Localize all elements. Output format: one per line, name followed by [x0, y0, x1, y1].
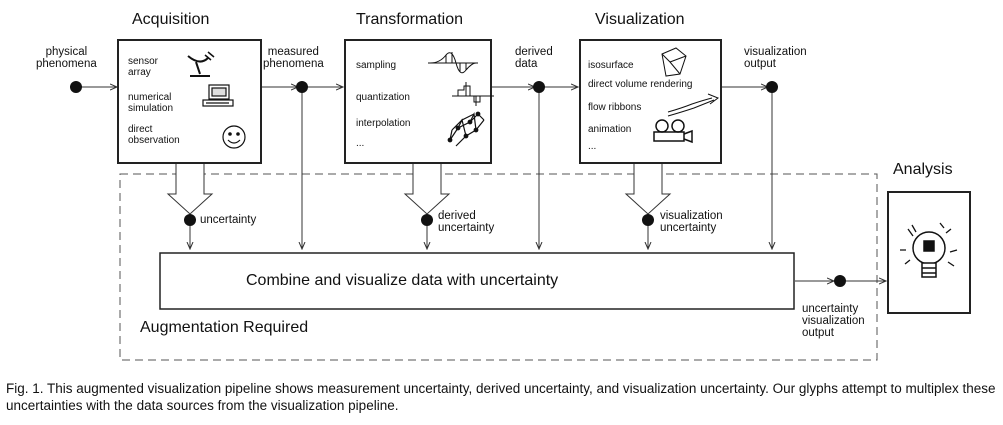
node-derived: [533, 81, 545, 93]
sampling-wave-icon: [428, 52, 478, 74]
acquisition-title: Acquisition: [132, 11, 210, 28]
node-vis-output: [766, 81, 778, 93]
hollow-arrow-transformation: [403, 162, 451, 215]
trans-item-ellipsis: ...: [356, 138, 365, 149]
combine-label: Combine and visualize data with uncertai…: [246, 272, 559, 289]
node-measured: [296, 81, 308, 93]
hollow-arrow-visualization: [624, 162, 672, 215]
visualization-uncertainty-label: visualization uncertainty: [660, 210, 723, 234]
node-derived-uncertainty: [421, 214, 433, 226]
combine-box: [159, 252, 795, 310]
measured-phenomena-label: measured phenomena: [263, 46, 324, 70]
acq-item-sensor-array: sensor array: [128, 56, 159, 78]
isosurface-cube-icon: [661, 47, 687, 77]
analysis-box: [887, 191, 971, 314]
transformation-title: Transformation: [356, 11, 463, 28]
augmentation-region: [119, 173, 878, 361]
derived-uncertainty-label: derived uncertainty: [438, 210, 495, 234]
trans-item-sampling: sampling: [356, 60, 397, 71]
uncertainty-label: uncertainty: [200, 214, 257, 226]
light-bulb-icon: [900, 222, 958, 278]
visualization-title: Visualization: [595, 11, 685, 28]
analysis-title: Analysis: [893, 161, 953, 178]
node-uncertainty: [184, 214, 196, 226]
uncertainty-visualization-output-label: uncertainty visualization output: [802, 303, 865, 339]
computer-icon: [202, 84, 234, 107]
vis-item-flow-ribbons: flow ribbons: [588, 102, 642, 113]
quantization-icon: [452, 82, 494, 106]
visualization-output-label: visualization output: [744, 46, 807, 70]
trans-item-interpolation: interpolation: [356, 118, 411, 129]
interpolation-grid-icon: [447, 111, 485, 147]
physical-phenomena-label: physical phenomena: [36, 46, 97, 70]
figure-caption: Fig. 1. This augmented visualization pip…: [6, 381, 996, 413]
satellite-dish-icon: [187, 51, 215, 77]
node-vis-uncertainty: [642, 214, 654, 226]
acq-item-direct-observation: direct observation: [128, 124, 180, 146]
node-physical: [70, 81, 82, 93]
node-uv-output: [834, 275, 846, 287]
derived-data-label: derived data: [515, 46, 553, 70]
augmentation-label: Augmentation Required: [140, 319, 309, 336]
vis-item-ellipsis: ...: [588, 141, 597, 152]
vis-item-animation: animation: [588, 124, 632, 135]
hollow-arrow-acquisition: [166, 162, 214, 215]
vis-item-direct-volume-rendering: direct volume rendering: [588, 79, 693, 90]
vis-item-isosurface: isosurface: [588, 60, 634, 71]
acq-item-numerical-simulation: numerical simulation: [128, 92, 174, 114]
visualization-box: [579, 39, 722, 164]
transformation-box: [344, 39, 492, 164]
movie-camera-icon: [653, 119, 693, 144]
smiley-face-icon: [222, 125, 246, 149]
trans-item-quantization: quantization: [356, 92, 410, 103]
flow-ribbon-arrow-icon: [667, 93, 720, 117]
